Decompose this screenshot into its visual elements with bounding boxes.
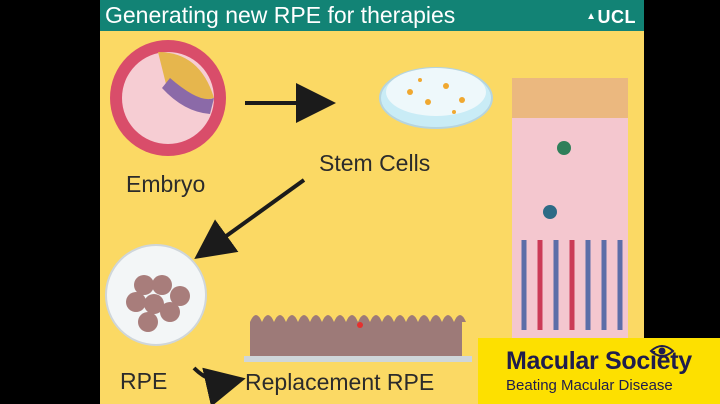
slide-title: Generating new RPE for therapies [105, 2, 456, 28]
diagram-art [105, 40, 628, 404]
left-letterbox [0, 0, 100, 404]
banner-subtitle: Beating Macular Disease [506, 377, 673, 394]
replacement-rpe-label: Replacement RPE [245, 369, 435, 395]
banner-title: Macular Society [506, 347, 692, 375]
embryo-illustration [110, 40, 226, 156]
petri-dish-illustration [379, 67, 493, 129]
embryo-label: Embryo [126, 171, 206, 197]
macular-society-banner: Macular Society Beating Macular Disease [478, 338, 720, 404]
rpe-dish-illustration [105, 244, 207, 346]
rpe-label: RPE [120, 368, 168, 394]
slide-stage: Generating new RPE for therapies ▲UCL [100, 0, 644, 404]
retina-illustration [512, 78, 628, 342]
flow-arrows [192, 83, 336, 404]
slide-header: Generating new RPE for therapies ▲UCL [100, 0, 644, 31]
ucl-logo: ▲UCL [586, 7, 636, 27]
replacement-rpe-illustration [244, 315, 472, 362]
stem-cells-label: Stem Cells [319, 150, 431, 176]
right-letterbox [644, 0, 720, 404]
eye-icon [649, 345, 675, 357]
